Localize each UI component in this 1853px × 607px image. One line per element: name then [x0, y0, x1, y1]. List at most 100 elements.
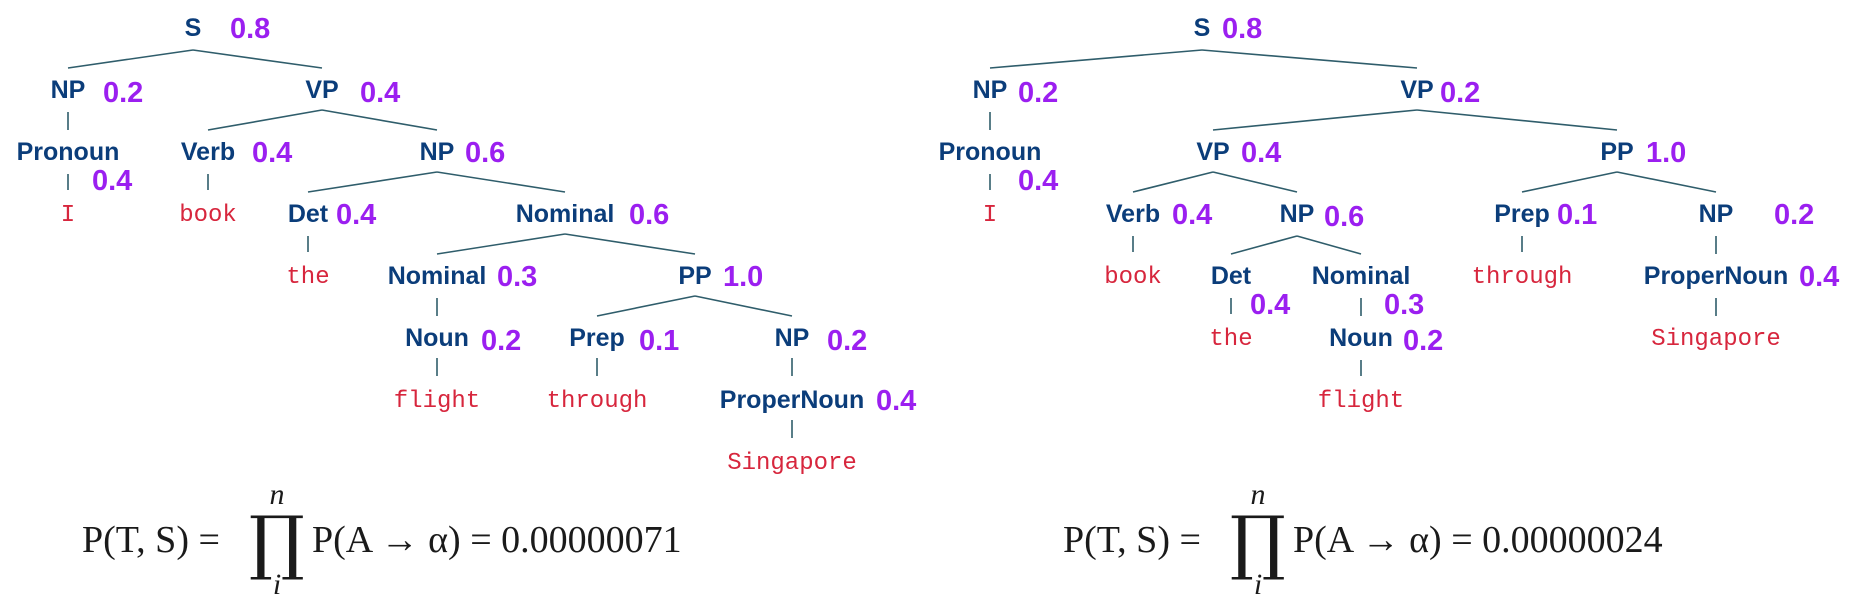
- edge: [694, 295, 793, 317]
- word-token: I: [983, 202, 997, 229]
- node-prob: 0.6: [465, 137, 505, 169]
- right-parse-tree: S 0.8 NP 0.2 VP 0.2 Pronoun 0.4 VP 0.4 P…: [939, 13, 1840, 415]
- edge: [1230, 235, 1298, 255]
- left-parse-tree: S 0.8 NP 0.2 VP 0.4 Pronoun 0.4 Verb 0.4…: [17, 13, 917, 477]
- node-prob: 0.2: [1440, 77, 1480, 109]
- node-prob: 0.2: [103, 77, 143, 109]
- edge: [192, 49, 323, 69]
- node-label: Det: [1211, 262, 1252, 290]
- edge: [1201, 49, 1418, 69]
- node-label: ProperNoun: [1644, 262, 1788, 290]
- word-token: Singapore: [1651, 326, 1781, 353]
- node-prob: 0.1: [1557, 199, 1597, 231]
- node-label: NP: [420, 138, 455, 166]
- node-label: Noun: [405, 324, 469, 352]
- edge: [564, 233, 696, 255]
- node-label: Det: [288, 200, 329, 228]
- node-label: Pronoun: [17, 138, 120, 166]
- edge: [1521, 171, 1618, 193]
- product-symbol: ∏: [1230, 501, 1286, 583]
- product-upper-limit: n: [1251, 478, 1266, 511]
- formula-rhs: P(A → α) = 0.00000071: [312, 519, 682, 561]
- node-label: NP: [973, 76, 1008, 104]
- edge: [989, 49, 1203, 69]
- node-label: Verb: [1106, 200, 1160, 228]
- word-token: through: [1472, 264, 1573, 291]
- node-prob: 0.4: [92, 165, 132, 197]
- edge: [1416, 109, 1618, 131]
- node-label: Prep: [1494, 200, 1550, 228]
- product-symbol: ∏: [249, 501, 305, 583]
- product-lower-limit: i: [273, 568, 281, 601]
- product-upper-limit: n: [270, 478, 285, 511]
- node-prob: 0.2: [1403, 325, 1443, 357]
- edge: [307, 171, 438, 193]
- word-token: the: [286, 264, 329, 291]
- word-token: flight: [394, 388, 480, 415]
- node-prob: 0.4: [1241, 137, 1281, 169]
- node-prob: 0.4: [1172, 199, 1212, 231]
- node-label: S: [1194, 14, 1211, 42]
- word-token: book: [1104, 264, 1162, 291]
- node-prob: 1.0: [1646, 137, 1686, 169]
- node-label: Nominal: [388, 262, 487, 290]
- edge: [321, 109, 438, 131]
- word-token: Singapore: [727, 450, 857, 477]
- node-prob: 0.1: [639, 325, 679, 357]
- word-token: the: [1209, 326, 1252, 353]
- node-label: Verb: [181, 138, 235, 166]
- node-label: VP: [1196, 138, 1229, 166]
- node-label: NP: [1280, 200, 1315, 228]
- node-label: Pronoun: [939, 138, 1042, 166]
- node-label: NP: [51, 76, 86, 104]
- node-prob: 0.2: [1774, 199, 1814, 231]
- edge: [436, 171, 566, 193]
- edge: [67, 49, 194, 69]
- edge: [207, 109, 323, 131]
- node-label: NP: [1699, 200, 1734, 228]
- node-prob: 0.2: [827, 325, 867, 357]
- node-prob: 0.4: [876, 385, 916, 417]
- node-label: Nominal: [1312, 262, 1411, 290]
- node-prob: 0.3: [497, 261, 537, 293]
- node-prob: 0.4: [360, 77, 400, 109]
- edge: [596, 295, 696, 317]
- edge: [1212, 171, 1298, 193]
- node-prob: 0.2: [481, 325, 521, 357]
- node-label: PP: [678, 262, 711, 290]
- node-label: Prep: [569, 324, 625, 352]
- node-prob: 1.0: [723, 261, 763, 293]
- word-token: book: [179, 202, 237, 229]
- node-prob: 0.8: [1222, 13, 1262, 45]
- node-label: PP: [1600, 138, 1633, 166]
- formula-rhs: P(A → α) = 0.00000024: [1293, 519, 1663, 561]
- edge: [1616, 171, 1717, 193]
- node-label: Nominal: [516, 200, 615, 228]
- node-prob: 0.6: [1324, 201, 1364, 233]
- product-lower-limit: i: [1254, 568, 1262, 601]
- edge: [436, 233, 566, 255]
- node-prob: 0.4: [336, 199, 376, 231]
- node-prob: 0.8: [230, 13, 270, 45]
- word-token: flight: [1318, 388, 1404, 415]
- node-label: S: [185, 14, 202, 42]
- formula-right: P(T, S) = ∏ n i P(A → α) = 0.00000024: [1063, 478, 1663, 601]
- node-prob: 0.4: [252, 137, 292, 169]
- formula-lhs: P(T, S) =: [82, 519, 220, 561]
- node-prob: 0.2: [1018, 77, 1058, 109]
- edge: [1296, 235, 1362, 255]
- node-label: VP: [1400, 76, 1433, 104]
- formula-lhs: P(T, S) =: [1063, 519, 1201, 561]
- node-prob: 0.4: [1250, 289, 1290, 321]
- node-label: NP: [775, 324, 810, 352]
- edge: [1132, 171, 1214, 193]
- word-token: I: [61, 202, 75, 229]
- node-label: VP: [305, 76, 338, 104]
- node-prob: 0.6: [629, 199, 669, 231]
- formula-left: P(T, S) = ∏ n i P(A → α) = 0.00000071: [82, 478, 682, 601]
- word-token: through: [547, 388, 648, 415]
- node-label: ProperNoun: [720, 386, 864, 414]
- node-prob: 0.3: [1384, 289, 1424, 321]
- node-prob: 0.4: [1799, 261, 1839, 293]
